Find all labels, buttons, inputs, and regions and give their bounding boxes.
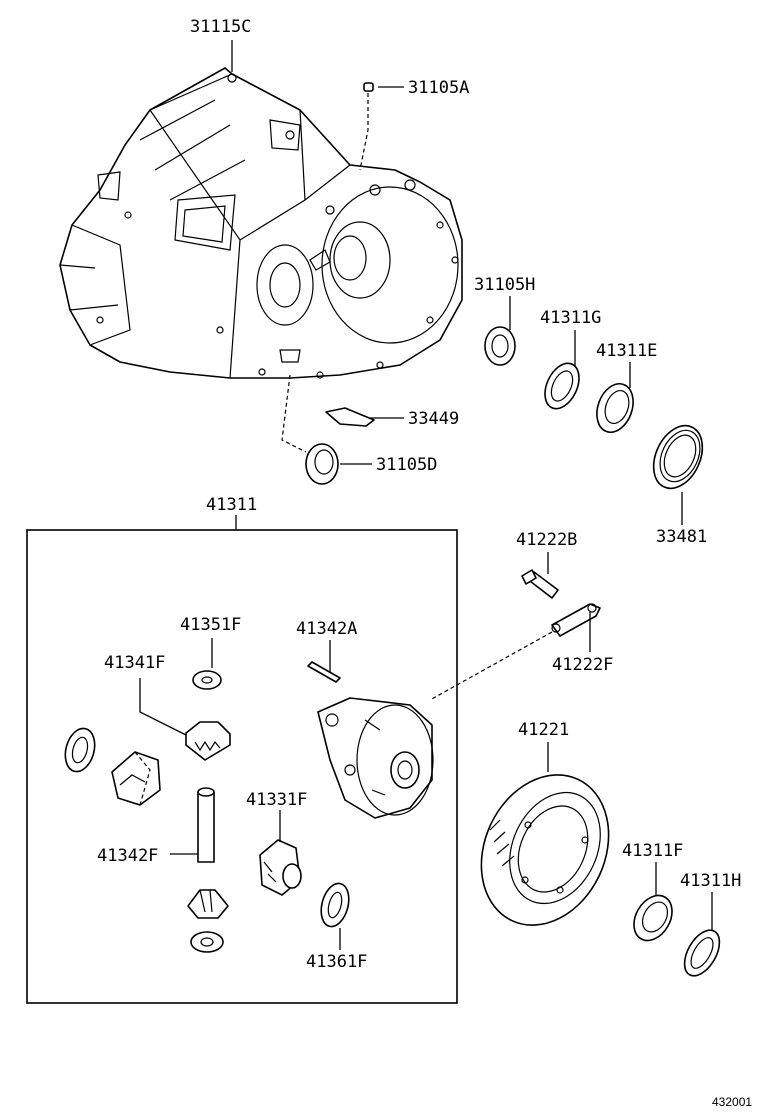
pinion-gear-41341f	[185, 721, 231, 761]
side-gear-left	[111, 751, 161, 806]
label-41221: 41221	[518, 720, 569, 740]
seal-31105d	[305, 443, 339, 485]
label-41311e: 41311E	[596, 341, 657, 361]
pin-41342a	[307, 661, 341, 683]
shaft-41342f	[197, 787, 215, 863]
label-41351f: 41351F	[180, 615, 241, 635]
dashed-guide-41222	[429, 631, 553, 701]
washer-41351f	[192, 670, 222, 690]
label-41341f: 41341F	[104, 653, 165, 673]
plug-31105a	[363, 82, 374, 92]
label-33449: 33449	[408, 409, 459, 429]
seal-31105h	[484, 326, 516, 366]
dashed-guide-31105a	[359, 93, 369, 171]
label-31105d: 31105D	[376, 455, 437, 475]
lock-plate-41222f	[551, 603, 601, 637]
transaxle-housing	[59, 67, 463, 379]
label-41311f: 41311F	[622, 841, 683, 861]
figure-number: 432001	[712, 1095, 752, 1109]
bearing-41311e	[596, 382, 634, 434]
part-labels: 31115C 31105A 31105H 41311G 41311E 33449…	[97, 17, 752, 1109]
label-41311h: 41311H	[680, 871, 741, 891]
label-41361f: 41361F	[306, 952, 367, 972]
plate-33449	[325, 407, 375, 427]
leader-lines	[139, 40, 713, 950]
pinion-gear-lower	[187, 889, 229, 919]
shim-41311g	[544, 362, 580, 410]
kit-41311-box	[26, 529, 458, 1004]
label-41222f: 41222F	[552, 655, 613, 675]
label-41311: 41311	[206, 495, 257, 515]
thrust-washer-left	[64, 727, 96, 773]
oil-seal-33481	[652, 424, 704, 490]
thrust-washer-41361f	[320, 882, 350, 928]
label-41311g: 41311G	[540, 308, 601, 328]
differential-case	[317, 697, 434, 819]
label-41342f: 41342F	[97, 846, 158, 866]
label-41331f: 41331F	[246, 790, 307, 810]
dashed-guide-31105d	[281, 374, 307, 453]
bolt-41222b	[521, 569, 559, 599]
bearing-41311f	[633, 894, 673, 942]
label-41222b: 41222B	[516, 530, 577, 550]
label-33481: 33481	[656, 527, 707, 547]
label-31105h: 31105H	[474, 275, 535, 295]
ring-gear-41221	[480, 774, 610, 926]
shim-41311h	[683, 929, 721, 977]
label-31115c: 31115C	[190, 17, 251, 37]
label-41342a: 41342A	[296, 619, 357, 639]
label-31105a: 31105A	[408, 78, 469, 98]
side-gear-41331f	[259, 839, 302, 896]
washer-lower	[190, 931, 224, 953]
